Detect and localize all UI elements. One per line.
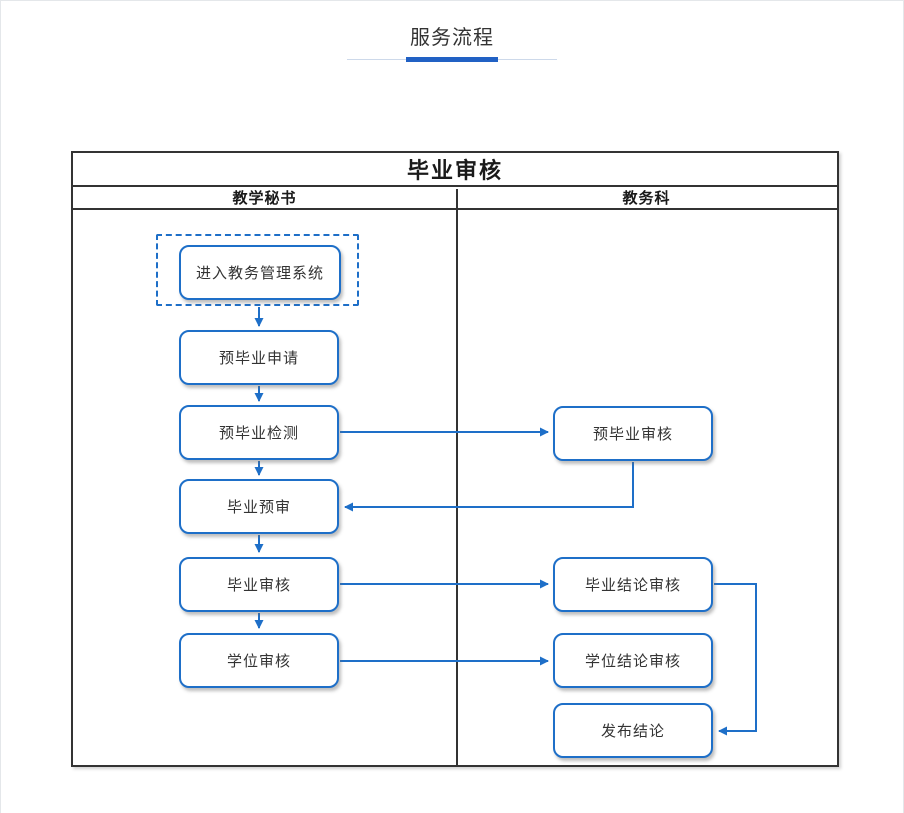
lane-divider bbox=[456, 189, 458, 765]
page-title: 服务流程 bbox=[410, 27, 494, 49]
underline-accent-bar bbox=[406, 57, 498, 62]
node-pre-grad-apply: 预毕业申请 bbox=[179, 330, 339, 385]
lane-header-academic-affairs: 教务科 bbox=[622, 190, 671, 207]
title-underline bbox=[347, 57, 557, 62]
lane-header-teaching-secretary: 教学秘书 bbox=[232, 190, 297, 207]
node-grad-review: 毕业审核 bbox=[179, 557, 339, 612]
node-enter-system: 进入教务管理系统 bbox=[179, 245, 341, 300]
node-publish-conclusion: 发布结论 bbox=[553, 703, 713, 758]
flowchart-title: 毕业审核 bbox=[73, 153, 837, 187]
node-pre-grad-check: 预毕业检测 bbox=[179, 405, 339, 460]
node-pre-grad-audit: 预毕业审核 bbox=[553, 406, 713, 461]
node-grad-conclusion-audit: 毕业结论审核 bbox=[553, 557, 713, 612]
node-degree-conclusion-audit: 学位结论审核 bbox=[553, 633, 713, 688]
node-degree-review: 学位审核 bbox=[179, 633, 339, 688]
lane-header-row: 教学秘书 教务科 bbox=[73, 187, 837, 210]
node-grad-pre-review: 毕业预审 bbox=[179, 479, 339, 534]
start-group-dashed-box bbox=[156, 234, 359, 306]
